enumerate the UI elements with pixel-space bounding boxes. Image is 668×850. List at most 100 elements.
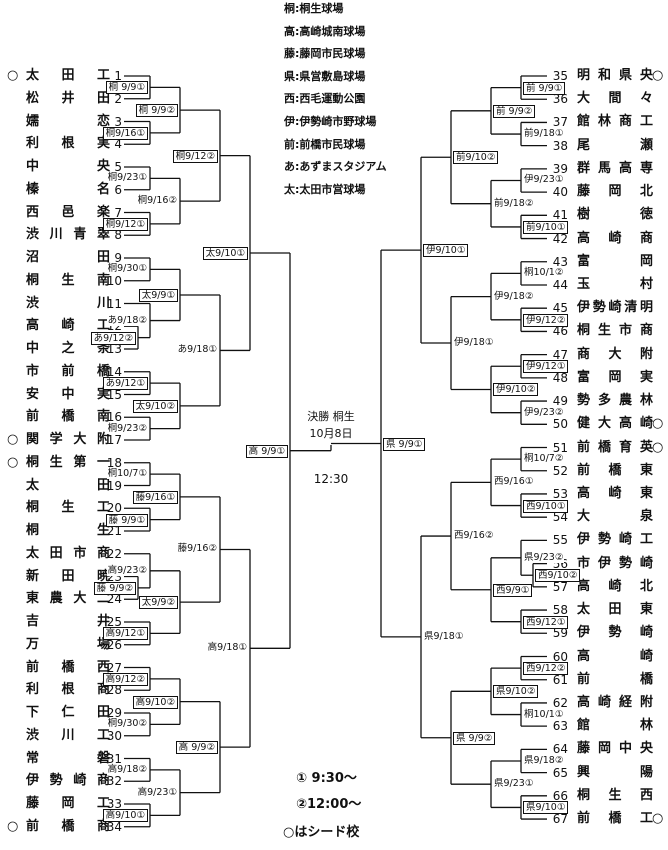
venue-legend-item: 高:高崎城南球場 <box>284 24 366 38</box>
right-team-number: 41 <box>552 208 568 223</box>
left-team-number: 3 <box>114 114 122 129</box>
right-team-name: 前橋工 <box>577 811 653 827</box>
right-team-name: 明和県央 <box>577 68 653 83</box>
left-game-label: 桐9/30② <box>106 718 148 730</box>
right-team-number: 37 <box>552 115 568 130</box>
right-team-number: 52 <box>552 463 568 478</box>
right-team-name: 高崎 <box>577 648 653 664</box>
left-team-name: 太田工 <box>26 68 110 83</box>
right-game-label: 県9/23① <box>493 778 535 790</box>
left-game-label: 高9/18② <box>106 763 148 775</box>
left-game-label: 太9/9② <box>138 596 178 610</box>
right-game-label: 伊9/10② <box>493 383 539 397</box>
left-team-number: 10 <box>106 273 122 288</box>
left-game-label: 桐 9/9① <box>105 81 148 95</box>
right-game-label: 前9/10② <box>453 151 499 165</box>
right-team-number: 39 <box>552 161 568 176</box>
right-game-label: 県 9/9② <box>453 731 496 745</box>
right-team-name: 商大附 <box>577 346 653 362</box>
right-team-number: 62 <box>552 695 568 710</box>
seed-mark: ○ <box>7 432 19 447</box>
left-team-name: 渋川工 <box>26 727 110 743</box>
left-game-label: 桐9/16① <box>102 126 148 140</box>
right-team-number: 46 <box>552 324 568 339</box>
right-team-number: 55 <box>552 533 568 548</box>
left-team-name: 万場 <box>26 636 110 652</box>
left-game-label: 藤 9/9② <box>93 581 136 595</box>
seed-mark: ○ <box>652 416 664 432</box>
venue-legend-item: 桐:桐生球場 <box>284 2 344 15</box>
left-team-name: 桐生南 <box>26 272 110 288</box>
left-game-label: 桐9/23② <box>106 422 148 434</box>
left-game-label: 高9/18① <box>206 642 248 654</box>
left-team-number: 27 <box>106 660 122 675</box>
seed-mark: ○ <box>7 818 19 834</box>
seed-note: ○はシード校 <box>283 825 360 840</box>
right-game-label: 前 9/9② <box>493 104 536 118</box>
left-game-label: あ9/12① <box>102 377 148 391</box>
venue-legend-item: 前:前橋市民球場 <box>284 137 366 151</box>
right-team-name: 樹徳 <box>577 207 653 223</box>
left-team-name: 太田市商 <box>26 545 110 561</box>
left-team-number: 5 <box>114 160 122 174</box>
left-game-label: 高 9/9① <box>245 444 288 458</box>
right-game-label: 伊9/18① <box>453 337 495 349</box>
left-team-name: 前橋南 <box>26 409 110 425</box>
left-team-number: 15 <box>106 387 122 402</box>
left-team-name: 前橋商 <box>26 818 110 834</box>
right-team-number: 60 <box>552 649 568 664</box>
right-game-label: 県9/10② <box>493 685 539 699</box>
seed-mark: ○ <box>652 439 664 455</box>
left-team-name: 利根商 <box>26 682 110 698</box>
right-game-label: 伊9/12① <box>523 360 569 374</box>
right-team-number: 54 <box>552 510 568 525</box>
right-team-name: 興陽 <box>577 764 653 780</box>
right-team-name: 高崎北 <box>577 578 653 594</box>
right-game-label: 伊9/18② <box>493 290 535 302</box>
right-team-name: 館林商工 <box>577 114 653 130</box>
right-game-label: 西9/9① <box>493 583 533 597</box>
right-team-number: 44 <box>552 277 568 292</box>
left-team-name: 太田 <box>26 477 110 493</box>
left-team-name: 渋川青翠 <box>26 227 110 243</box>
left-team-number: 26 <box>106 637 122 652</box>
left-game-label: 太9/9① <box>138 288 178 302</box>
right-team-number: 50 <box>552 417 568 432</box>
seed-mark: ○ <box>652 68 664 83</box>
left-team-number: 21 <box>106 524 122 538</box>
left-team-number: 29 <box>106 706 122 720</box>
right-game-label: 桐10/1① <box>523 708 565 720</box>
left-team-name: 榛名 <box>26 181 110 197</box>
right-game-label: 前9/10① <box>523 220 569 234</box>
right-team-number: 38 <box>552 138 568 153</box>
right-game-label: 前 9/9① <box>523 81 566 95</box>
right-team-name: 富岡 <box>577 253 653 269</box>
right-team-number: 65 <box>552 765 568 780</box>
right-team-number: 58 <box>552 603 568 618</box>
right-team-name: 健大高崎 <box>577 416 653 432</box>
right-team-number: 67 <box>552 812 568 827</box>
final-title: 決勝 桐生 <box>307 410 355 423</box>
left-team-number: 11 <box>106 296 122 311</box>
left-team-name: 前橋西 <box>26 659 110 675</box>
left-team-name: 藤岡工 <box>26 796 110 811</box>
left-game-label: 桐9/12② <box>172 149 218 163</box>
right-team-name: 富岡実 <box>577 369 653 385</box>
right-team-number: 36 <box>552 92 568 107</box>
right-team-number: 43 <box>552 254 568 269</box>
right-game-label: 前9/18② <box>493 197 535 209</box>
right-team-name: 大間々 <box>577 91 653 107</box>
left-team-number: 34 <box>106 819 122 834</box>
venue-legend-item: 西:西毛運動公園 <box>284 92 366 106</box>
left-team-number: 1 <box>114 69 122 83</box>
venue-legend-item: 太:太田市営球場 <box>284 182 366 196</box>
right-team-name: 前橋育英 <box>577 439 653 455</box>
right-team-number: 35 <box>552 69 568 83</box>
left-team-number: 20 <box>106 501 122 516</box>
venue-legend-item: 伊:伊勢崎市野球場 <box>284 115 377 128</box>
right-team-name: 太田東 <box>577 602 653 618</box>
left-team-number: 32 <box>106 774 122 789</box>
right-game-label: 西9/10② <box>535 569 581 583</box>
left-game-label: 高9/10② <box>132 695 178 709</box>
